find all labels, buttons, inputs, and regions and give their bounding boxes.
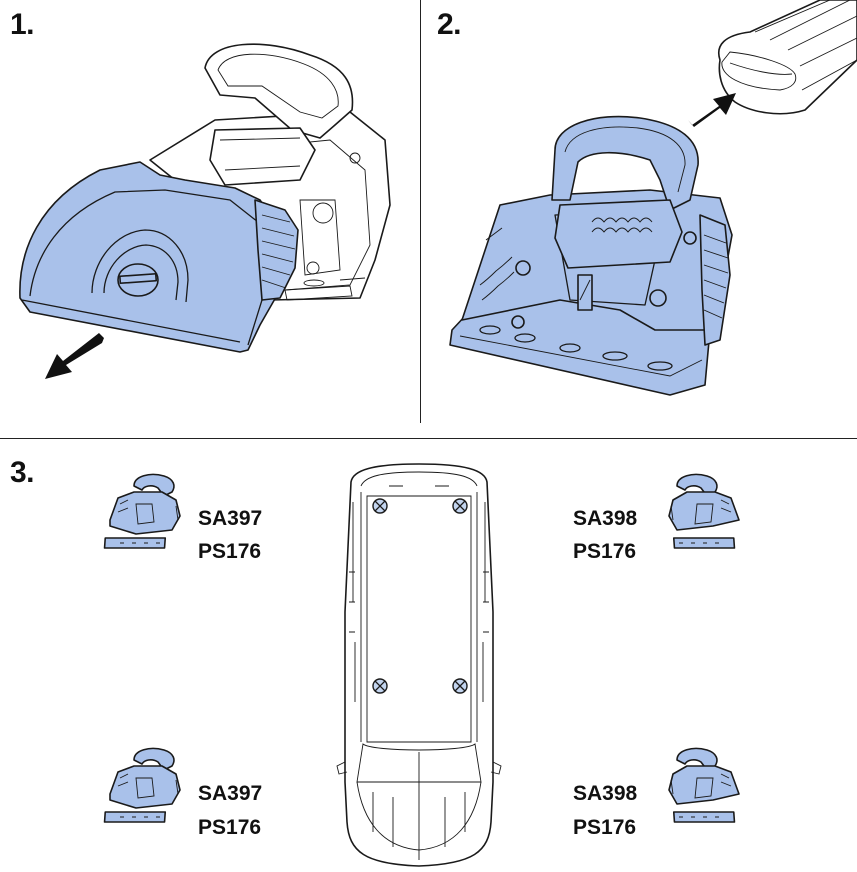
- mount-point-rear-right: [452, 678, 468, 694]
- foot-assembly-part: [449, 115, 733, 396]
- clamp-strap: [204, 43, 354, 186]
- step-2-label: 2.: [437, 8, 462, 41]
- foot-code-front-left: SA397: [198, 507, 263, 530]
- pad-code-rear-left: PS176: [198, 816, 262, 839]
- panel-divider-vertical: [420, 0, 421, 423]
- remove-cover-arrow: [45, 333, 104, 379]
- foot-icon-rear-left: [103, 747, 181, 823]
- step-2-illustration: [449, 0, 857, 396]
- pad-code-front-left: PS176: [198, 540, 262, 563]
- foot-icon-front-left: [103, 473, 181, 549]
- foot-icon-rear-right: [668, 747, 740, 823]
- foot-code-rear-left: SA397: [198, 782, 263, 805]
- step-1-illustration: [19, 43, 391, 379]
- foot-code-rear-right: SA398: [573, 782, 638, 805]
- mount-point-rear-left: [372, 678, 388, 694]
- mount-point-front-left: [372, 498, 388, 514]
- panel-divider-horizontal: [0, 438, 857, 439]
- foot-icon-front-right: [668, 473, 740, 549]
- mount-point-front-right: [452, 498, 468, 514]
- pad-code-front-right: PS176: [573, 540, 637, 563]
- pad-code-rear-right: PS176: [573, 816, 637, 839]
- vehicle-outline: [336, 463, 502, 867]
- step-3-label: 3.: [10, 456, 35, 489]
- roof-bar: [718, 0, 857, 115]
- step-1-label: 1.: [10, 8, 35, 41]
- insert-bar-arrow: [688, 93, 736, 127]
- vehicle-top-view: [336, 463, 502, 867]
- end-cover-part: [19, 161, 299, 353]
- foot-code-front-right: SA398: [573, 507, 638, 530]
